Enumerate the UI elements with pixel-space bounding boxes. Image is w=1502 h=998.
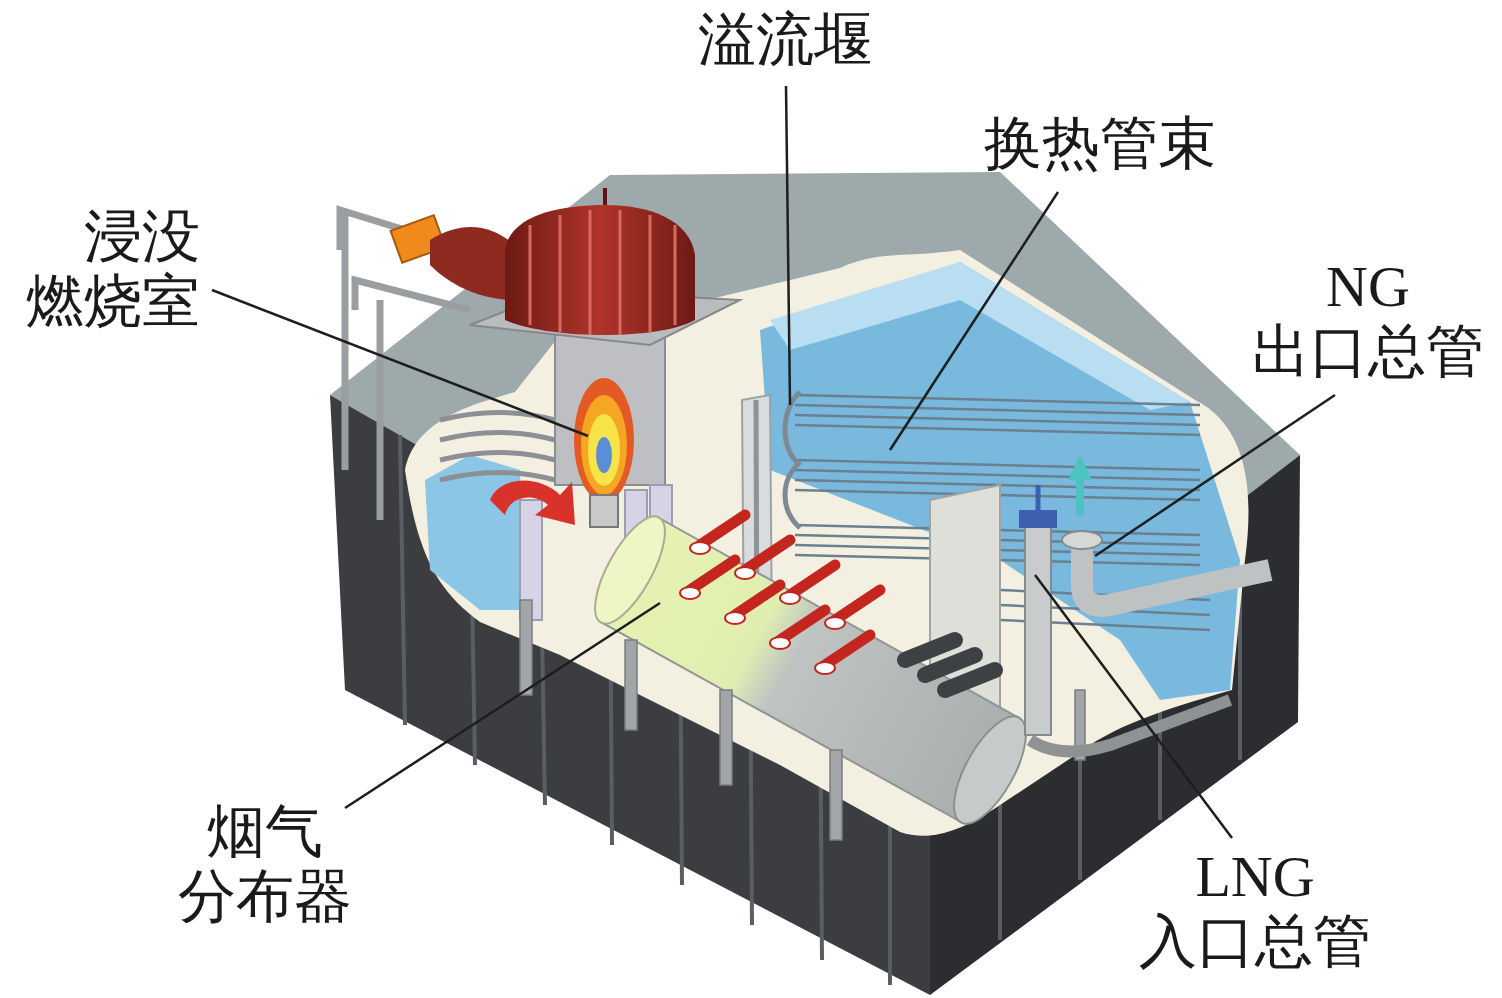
sparger-tubes	[680, 515, 880, 674]
part-label: NG 出口总管	[1238, 255, 1498, 385]
ng-outlet-pipe	[1082, 545, 1270, 606]
ng-outlet-flange	[1062, 531, 1102, 549]
part-label: 换热管束	[960, 112, 1240, 177]
water-surface	[770, 262, 1190, 410]
flue-distributor-body	[601, 518, 1019, 822]
lng-inlet-header	[1025, 525, 1051, 735]
chamber-coils	[440, 413, 555, 481]
flame	[574, 378, 634, 502]
part-label: 溢流堰	[660, 8, 910, 73]
flue-flow-arrow	[490, 481, 575, 525]
flue-distributor-inlet	[582, 507, 679, 633]
return-pipe	[1030, 700, 1230, 751]
burner-fins	[530, 210, 675, 335]
burner-nozzle	[590, 495, 618, 527]
outlet-flow-arrow	[1068, 455, 1092, 515]
burner-body	[505, 205, 695, 335]
inlet-flow-arrow	[1036, 485, 1041, 510]
dark-pipes	[905, 640, 995, 690]
tube-bundle-bends	[785, 392, 800, 528]
burner-spindle	[603, 188, 607, 205]
part-label: 烟气 分布器	[160, 800, 370, 930]
part-label: LNG 入口总管	[1130, 845, 1380, 975]
inlet-valve	[1019, 510, 1057, 528]
part-label: 浸没 燃烧室	[0, 205, 200, 335]
support-legs	[520, 600, 1085, 840]
leader-lines	[212, 86, 1335, 838]
cutaway-interior	[405, 250, 1248, 836]
